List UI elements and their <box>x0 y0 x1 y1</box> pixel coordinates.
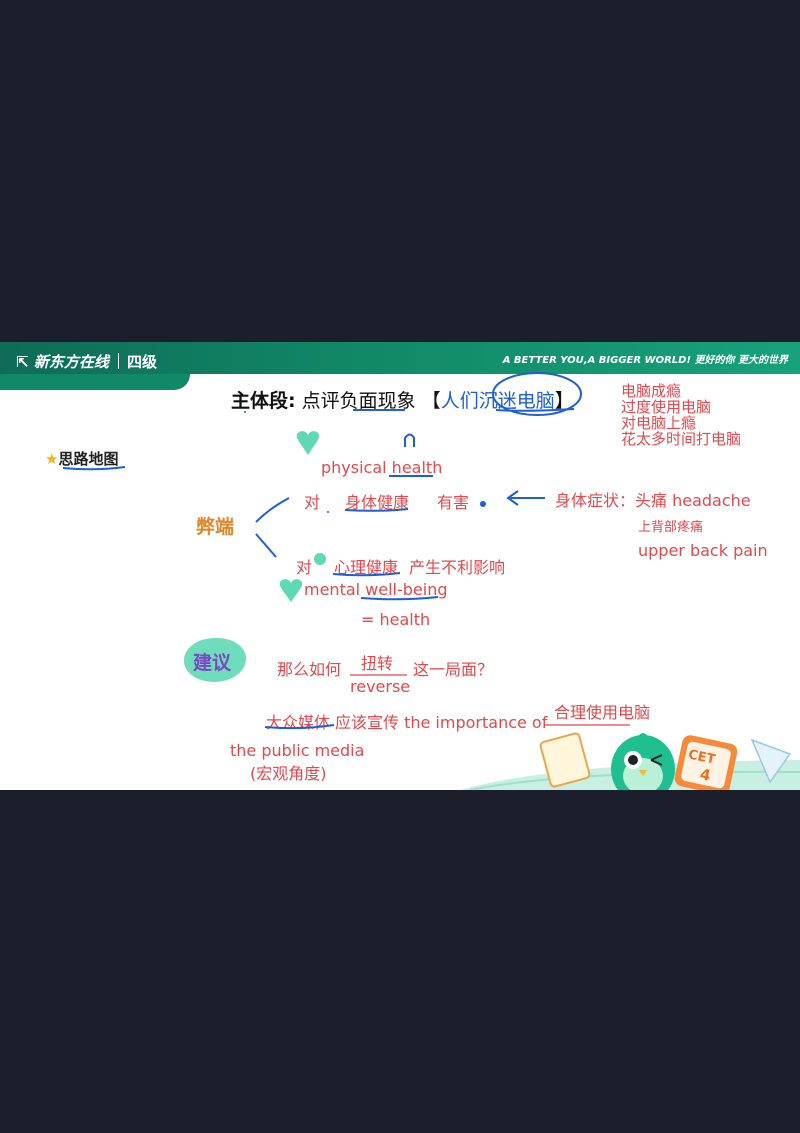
back-pain-en: upper back pain <box>638 541 768 560</box>
heart-icon <box>296 431 320 455</box>
header-tab <box>0 374 190 390</box>
reverse-cn: 扭转 <box>361 654 394 673</box>
slide-title: 主体段: 点评负面现象 【人们沉迷电脑】 <box>231 390 574 412</box>
mental-en: mental well-being <box>304 580 448 599</box>
symptoms: 身体症状：头痛 headache <box>555 491 751 510</box>
drawbacks-label: 弊端 <box>196 516 235 538</box>
paper-plane-icon <box>750 738 792 784</box>
back-pain-cn: 上背部疼痛 <box>638 520 704 535</box>
negative-impact: 产生不利影响 <box>409 558 506 577</box>
brand-logo: ⇱ 新东方在线 <box>16 353 109 371</box>
annotation-layer <box>62 372 800 790</box>
note-item: 花太多时间打电脑 <box>621 430 742 448</box>
cursor-icon: ⇱ <box>16 353 29 371</box>
rational-use: 合理使用电脑 <box>554 703 651 722</box>
highlight-blob <box>184 638 246 682</box>
harmful: 有害 <box>437 493 470 512</box>
suggestion-label: 建议 <box>193 652 232 674</box>
notes-list: 电脑成瘾 过度使用电脑 对电脑上瘾 花太多时间打电脑 <box>621 383 741 447</box>
heart-icon <box>279 579 303 602</box>
note-item: 电脑成瘾 <box>621 382 682 400</box>
note-item: 对电脑上瘾 <box>621 414 697 432</box>
question-end: 这一局面？ <box>413 660 494 679</box>
logo-divider <box>118 353 119 369</box>
equals-health: = health <box>361 610 431 629</box>
mindmap-label: ★思路地图 <box>45 450 119 468</box>
reverse-en: reverse <box>350 677 411 696</box>
question-start: 那么如何 <box>277 660 342 679</box>
dot-icon <box>314 553 326 565</box>
note-item: 过度使用电脑 <box>621 398 712 416</box>
should-promote: 应该宣传 the importance of <box>335 713 548 732</box>
slogan: A BETTER YOU,A BIGGER WORLD! 更好的你 更大的世界 <box>502 355 788 366</box>
public-media-en: the public media <box>230 741 365 760</box>
notepad-icon <box>539 732 591 788</box>
star-icon: ★ <box>45 450 59 468</box>
dui-1: 对 <box>304 493 321 512</box>
physical-health-en: physical health <box>321 458 443 477</box>
slide: ⇱ 新东方在线 四级 A BETTER YOU,A BIGGER WORLD! … <box>0 342 800 790</box>
dui-2: 对 <box>296 558 313 577</box>
body-health: 身体健康 <box>345 493 410 512</box>
header-bar <box>0 342 800 374</box>
mental-health: 心理健康 <box>334 558 399 577</box>
macro-note: (宏观角度) <box>250 764 327 783</box>
course-level: 四级 <box>127 353 158 371</box>
